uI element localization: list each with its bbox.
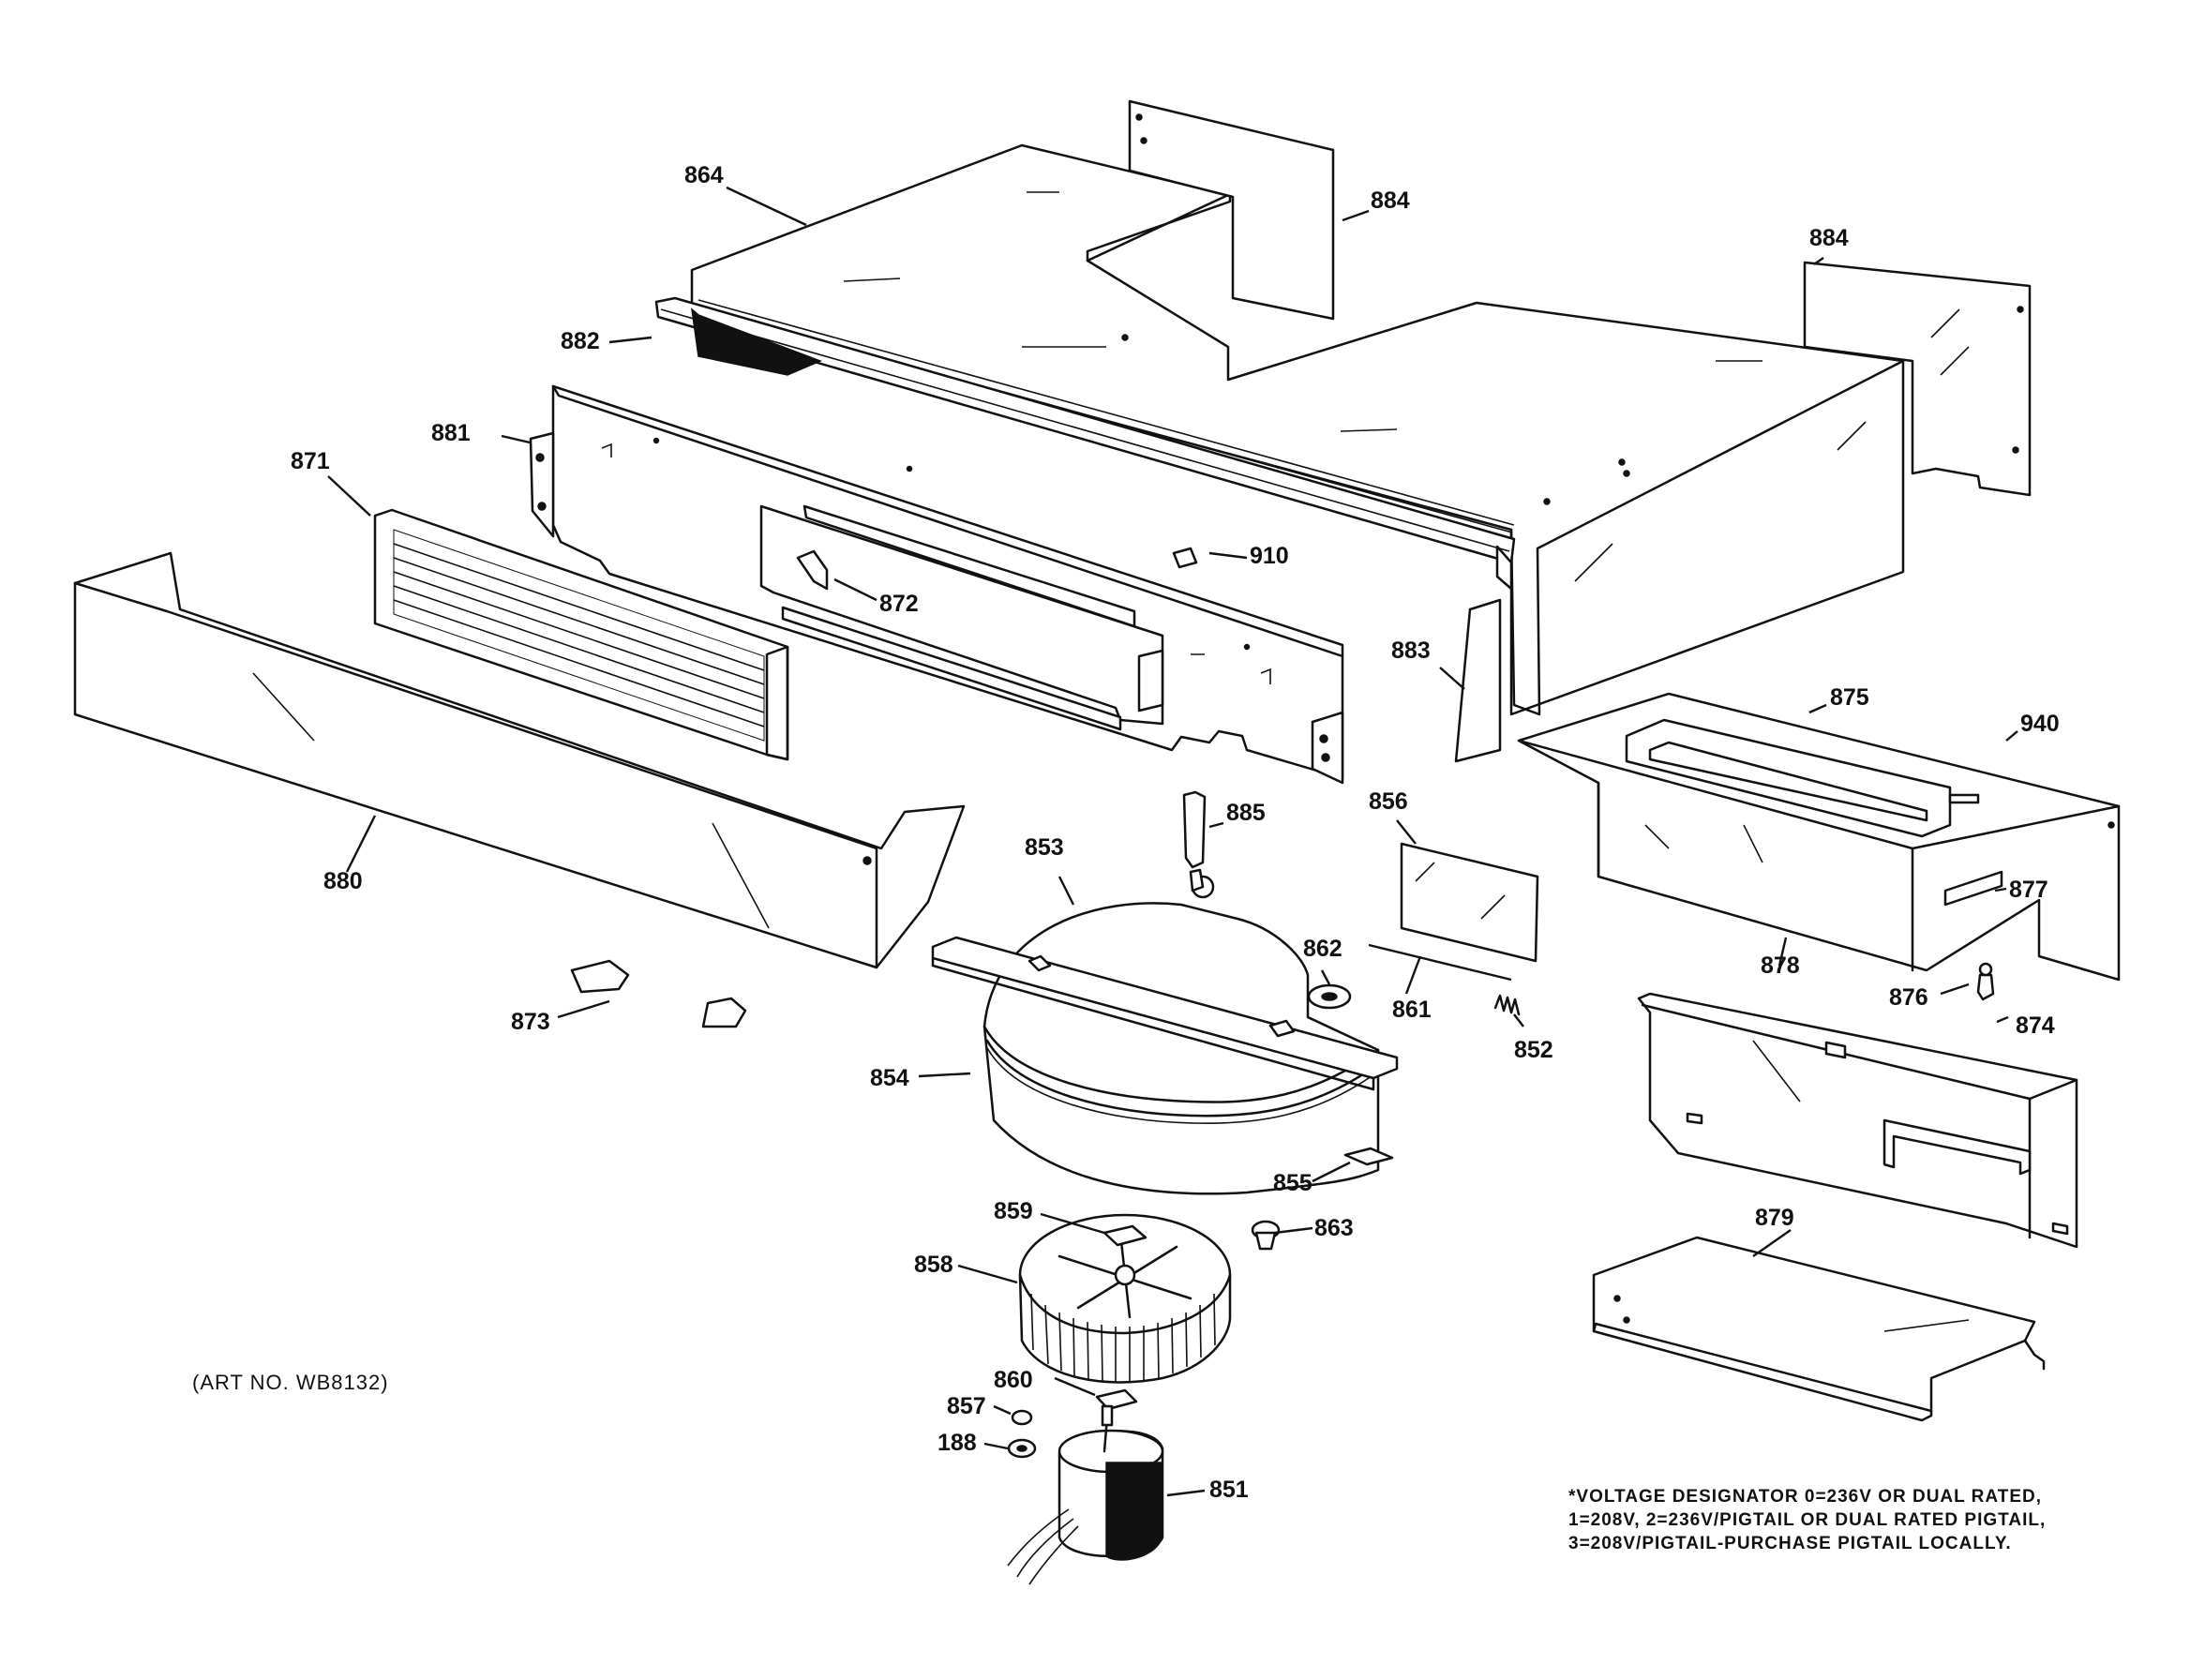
label-855: 855: [1273, 1170, 1312, 1196]
part-882-rail: [654, 296, 1516, 591]
label-858: 858: [914, 1252, 953, 1278]
label-874: 874: [2016, 1012, 2055, 1039]
part-885-stud: [1182, 790, 1215, 899]
voltage-note: *VOLTAGE DESIGNATOR 0=236V OR DUAL RATED…: [1568, 1487, 2046, 1553]
label-861: 861: [1392, 997, 1432, 1023]
part-857-washer: [1011, 1409, 1033, 1426]
label-876: 876: [1889, 984, 1928, 1011]
label-882: 882: [561, 328, 600, 354]
part-910-clip: [1172, 547, 1198, 569]
part-862-grommet: [1307, 983, 1352, 1010]
part-856-glass-panel: [1400, 842, 1539, 963]
label-883: 883: [1391, 638, 1431, 664]
label-871: 871: [291, 448, 330, 474]
label-884-right: 884: [1809, 225, 1849, 251]
part-871-filter: [373, 508, 789, 761]
part-880-front-trim: [73, 551, 966, 969]
part-863-plug: [1251, 1220, 1281, 1251]
label-862: 862: [1303, 936, 1342, 962]
label-852: 852: [1514, 1037, 1553, 1063]
voltage-note-line-3: 3=208V/PIGTAIL-PURCHASE PIGTAIL LOCALLY.: [1568, 1534, 2012, 1553]
label-863: 863: [1314, 1215, 1354, 1241]
part-labels: 864 884 884 882 881 871 910 872 883 875 …: [291, 162, 2060, 1503]
label-910: 910: [1250, 543, 1289, 569]
part-851-motor: [1007, 1404, 1164, 1585]
label-851: 851: [1209, 1477, 1249, 1503]
part-876-knob: [1976, 962, 1995, 1001]
part-860-clip: [1095, 1388, 1138, 1411]
label-856: 856: [1369, 788, 1408, 815]
label-881: 881: [431, 420, 471, 446]
label-879: 879: [1755, 1205, 1794, 1231]
part-874-panel: [1637, 992, 2078, 1249]
housing-opening: [690, 308, 823, 376]
label-875: 875: [1830, 684, 1869, 711]
part-188-nut: [1007, 1438, 1037, 1459]
label-857: 857: [947, 1393, 986, 1419]
voltage-note-line-1: *VOLTAGE DESIGNATOR 0=236V OR DUAL RATED…: [1568, 1487, 2042, 1507]
part-858-blower-wheel: [1018, 1213, 1232, 1384]
part-855-clip: [1343, 1147, 1394, 1166]
part-872-control-plate: [759, 504, 1164, 731]
part-879-bottom-cover: [1592, 1236, 2046, 1422]
label-853: 853: [1025, 834, 1064, 861]
leader-lines: [327, 186, 2018, 1497]
label-864: 864: [684, 162, 724, 188]
label-884-top: 884: [1371, 188, 1410, 214]
label-872: 872: [879, 591, 919, 617]
label-877: 877: [2009, 877, 2048, 903]
label-940: 940: [2020, 711, 2060, 737]
label-854: 854: [870, 1065, 909, 1091]
label-878: 878: [1761, 952, 1800, 979]
label-880: 880: [323, 868, 363, 894]
label-188: 188: [938, 1430, 977, 1456]
part-883-bracket: [1454, 598, 1502, 763]
part-873-clips: [570, 959, 747, 1028]
label-860: 860: [994, 1367, 1033, 1393]
art-number: (ART NO. WB8132): [192, 1371, 389, 1394]
part-853-strap: [931, 936, 1399, 1091]
label-885: 885: [1226, 800, 1266, 826]
part-861-rod: [1368, 943, 1512, 982]
part-859-hub-clip: [1102, 1224, 1148, 1247]
part-852-spring: [1493, 994, 1521, 1016]
part-940-transition: [1517, 692, 2121, 982]
part-864-housing: [690, 143, 1905, 716]
label-859: 859: [994, 1198, 1033, 1224]
part-884-right-panel: [1803, 261, 2032, 497]
part-884-top-panel: [1128, 99, 1335, 321]
voltage-note-line-2: 1=208V, 2=236V/PIGTAIL OR DUAL RATED PIG…: [1568, 1510, 2046, 1530]
label-873: 873: [511, 1009, 550, 1035]
